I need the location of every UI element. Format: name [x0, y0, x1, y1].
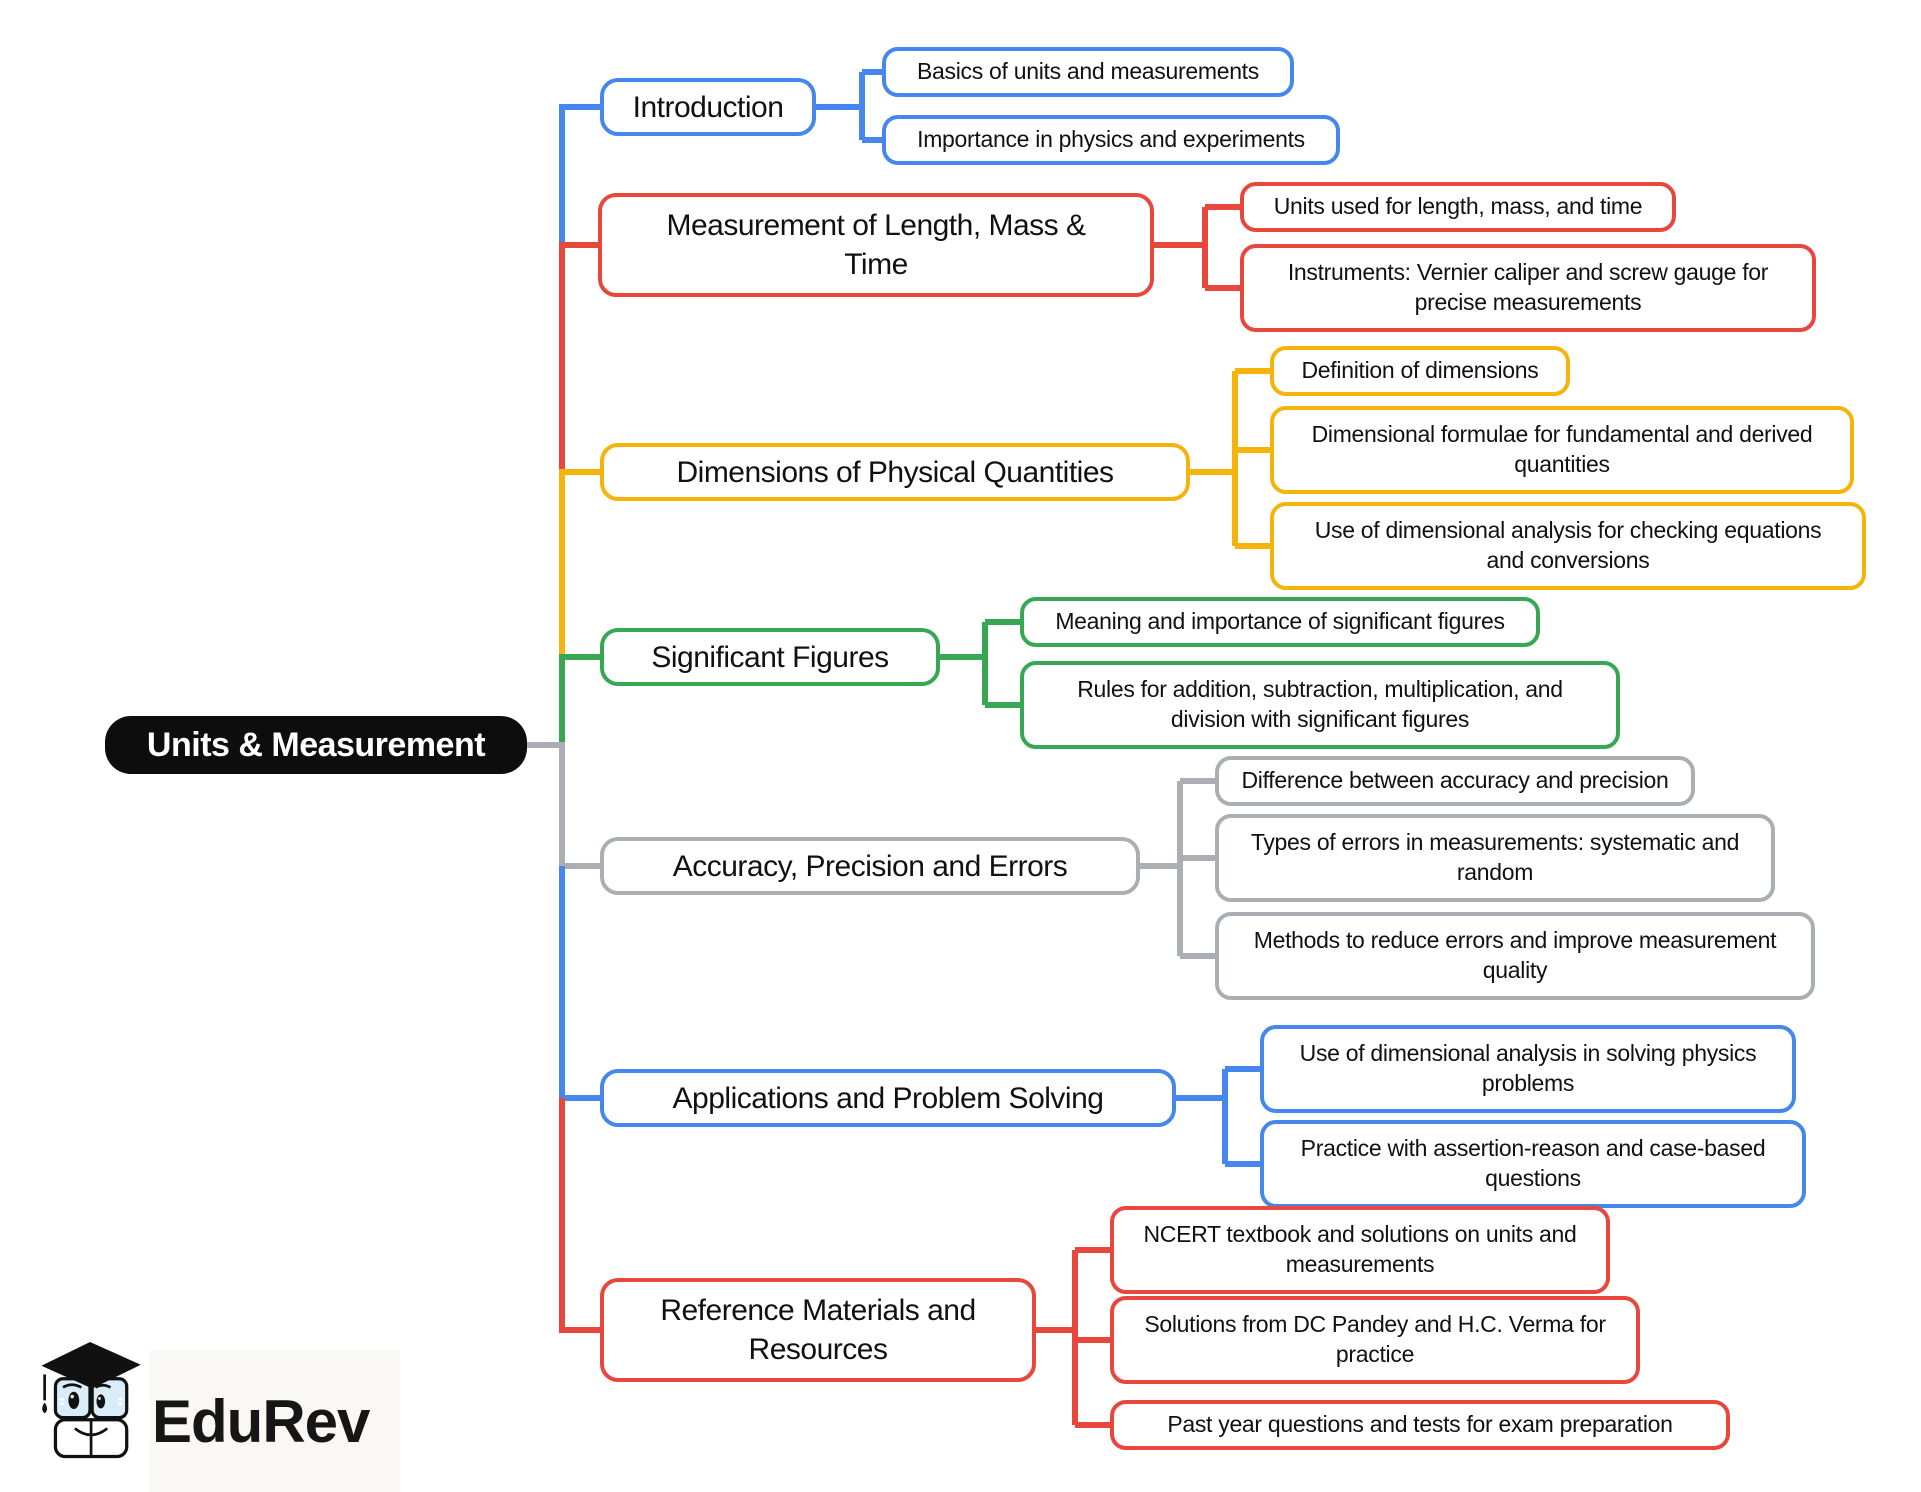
- fan-introduction: [816, 69, 882, 143]
- child-node-meas-units: Units used for length, mass, and time: [1240, 182, 1676, 232]
- child-node-dim-analysis: Use of dimensional analysis for checking…: [1270, 502, 1866, 590]
- trunk-segment-reference: [559, 1098, 600, 1333]
- child-node-dim-formulae: Dimensional formulae for fundamental and…: [1270, 406, 1854, 494]
- child-node-acc-types: Types of errors in measurements: systema…: [1215, 814, 1775, 902]
- child-node-acc-difference: Difference between accuracy and precisio…: [1215, 756, 1695, 806]
- edurev-brand-text: EduRev: [152, 1387, 370, 1455]
- branch-node-measurement: Measurement of Length, Mass & Time: [598, 193, 1154, 297]
- child-node-intro-importance: Importance in physics and experiments: [882, 115, 1340, 165]
- child-node-ref-pastyear: Past year questions and tests for exam p…: [1110, 1400, 1730, 1450]
- branch-node-applications: Applications and Problem Solving: [600, 1069, 1176, 1127]
- trunk-segment-root-accuracy: [527, 742, 600, 869]
- child-node-intro-basics: Basics of units and measurements: [882, 47, 1294, 97]
- fan-reference: [1036, 1247, 1110, 1428]
- trunk-segment-significant: [559, 654, 600, 745]
- child-node-dim-definition: Definition of dimensions: [1270, 346, 1570, 396]
- child-node-sig-meaning: Meaning and importance of significant fi…: [1020, 597, 1540, 647]
- trunk-segment-introduction: [559, 104, 600, 245]
- child-node-sig-rules: Rules for addition, subtraction, multipl…: [1020, 661, 1620, 749]
- branch-node-reference: Reference Materials and Resources: [600, 1278, 1036, 1382]
- child-node-ref-ncert: NCERT textbook and solutions on units an…: [1110, 1206, 1610, 1294]
- fan-significant: [940, 619, 1020, 708]
- fan-accuracy: [1140, 778, 1215, 959]
- child-node-app-dimensional: Use of dimensional analysis in solving p…: [1260, 1025, 1796, 1113]
- branch-node-accuracy: Accuracy, Precision and Errors: [600, 837, 1140, 895]
- child-node-app-practice: Practice with assertion-reason and case-…: [1260, 1120, 1806, 1208]
- branch-node-introduction: Introduction: [600, 78, 816, 136]
- trunk-segment-measurement: [559, 242, 598, 472]
- child-node-ref-solutions: Solutions from DC Pandey and H.C. Verma …: [1110, 1296, 1640, 1384]
- root-node: Units & Measurement: [105, 716, 527, 774]
- fan-dimensions: [1190, 368, 1270, 549]
- branch-node-significant: Significant Figures: [600, 628, 940, 686]
- branch-node-dimensions: Dimensions of Physical Quantities: [600, 443, 1190, 501]
- trunk-segment-dimensions: [559, 469, 600, 657]
- edurev-mascot-icon: [41, 1342, 141, 1459]
- trunk-segment-applications: [559, 866, 600, 1101]
- child-node-acc-methods: Methods to reduce errors and improve mea…: [1215, 912, 1815, 1000]
- child-node-meas-instruments: Instruments: Vernier caliper and screw g…: [1240, 244, 1816, 332]
- fan-applications: [1176, 1066, 1260, 1167]
- fan-measurement: [1154, 204, 1240, 291]
- logo-backdrop: [150, 1350, 400, 1492]
